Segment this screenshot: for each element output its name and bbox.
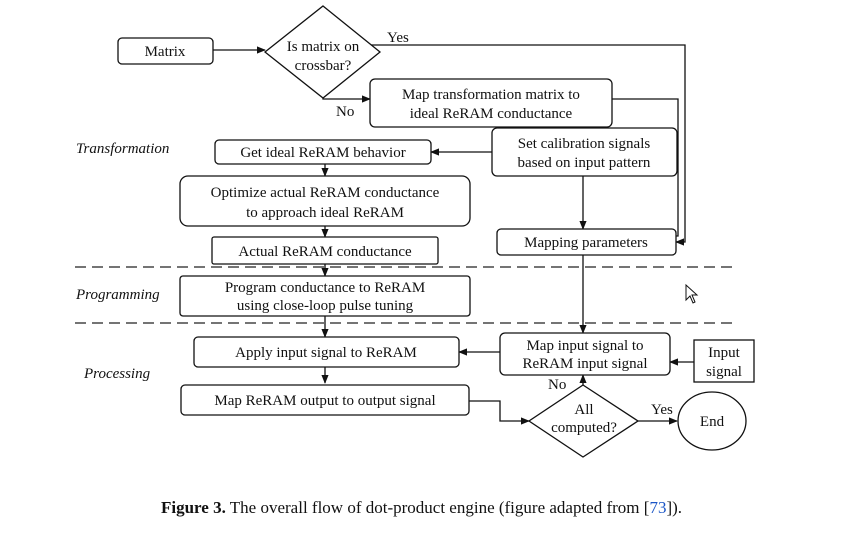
svg-text:computed?: computed? bbox=[551, 420, 617, 436]
svg-text:Get ideal ReRAM behavior: Get ideal ReRAM behavior bbox=[240, 145, 405, 161]
svg-text:ReRAM input signal: ReRAM input signal bbox=[522, 356, 647, 372]
edge-label-yes-top: Yes bbox=[387, 30, 409, 46]
svg-text:Set calibration signals: Set calibration signals bbox=[518, 136, 651, 152]
phase-label-processing: Processing bbox=[83, 366, 151, 382]
edge-label-yes-bottom: Yes bbox=[651, 402, 673, 418]
node-actual-conductance: Actual ReRAM conductance bbox=[211, 236, 439, 265]
node-input-signal: Input signal bbox=[693, 339, 755, 383]
phase-label-programming: Programming bbox=[75, 287, 160, 303]
edge-label-no-bottom: No bbox=[548, 377, 566, 393]
caption-reference-link[interactable]: 73 bbox=[649, 498, 667, 517]
svg-text:based on input pattern: based on input pattern bbox=[518, 155, 651, 171]
caption-label: Figure 3. bbox=[160, 498, 226, 517]
node-map-input-signal: Map input signal to ReRAM input signal bbox=[499, 332, 671, 376]
svg-text:Map transformation matrix to: Map transformation matrix to bbox=[402, 87, 580, 103]
caption-text: The overall flow of dot-product engine (… bbox=[225, 498, 650, 517]
decision-on-crossbar: Is matrix on crossbar? bbox=[263, 5, 382, 99]
figure-caption: Figure 3. The overall flow of dot-produc… bbox=[0, 498, 843, 518]
svg-text:to approach ideal ReRAM: to approach ideal ReRAM bbox=[246, 205, 404, 221]
node-set-calibration: Set calibration signals based on input p… bbox=[491, 127, 678, 177]
caption-tail: ]). bbox=[666, 498, 683, 517]
phase-label-transformation: Transformation bbox=[76, 141, 169, 157]
node-optimize-conductance: Optimize actual ReRAM conductance to app… bbox=[179, 175, 471, 227]
svg-text:ideal ReRAM conductance: ideal ReRAM conductance bbox=[410, 106, 573, 122]
svg-text:End: End bbox=[700, 414, 725, 430]
svg-text:Mapping parameters: Mapping parameters bbox=[524, 235, 648, 251]
node-end: End bbox=[677, 391, 747, 451]
edge-yes-to-mapping bbox=[368, 44, 686, 246]
node-apply-input: Apply input signal to ReRAM bbox=[193, 336, 460, 368]
svg-text:Map ReRAM output to output sig: Map ReRAM output to output signal bbox=[214, 393, 435, 409]
node-get-ideal-behavior: Get ideal ReRAM behavior bbox=[214, 139, 432, 165]
svg-text:using close-loop pulse tuning: using close-loop pulse tuning bbox=[237, 298, 414, 314]
node-map-output: Map ReRAM output to output signal bbox=[180, 384, 470, 416]
svg-text:Map input signal to: Map input signal to bbox=[526, 338, 643, 354]
flowchart: Transformation Programming Processing bbox=[75, 5, 755, 458]
svg-text:crossbar?: crossbar? bbox=[295, 58, 352, 74]
edge-output-to-computed bbox=[469, 400, 530, 425]
edge-label-no-top: No bbox=[336, 104, 354, 120]
svg-text:Is matrix on: Is matrix on bbox=[287, 39, 360, 55]
svg-text:Program conductance to ReRAM: Program conductance to ReRAM bbox=[225, 280, 425, 296]
svg-text:Input: Input bbox=[708, 345, 740, 361]
decision-all-computed: All computed? bbox=[527, 384, 640, 458]
edges bbox=[213, 44, 694, 425]
node-matrix: Matrix bbox=[117, 37, 214, 65]
edge-transformation-to-mapping bbox=[612, 98, 679, 237]
node-mapping-parameters: Mapping parameters bbox=[496, 228, 677, 256]
svg-text:Optimize actual ReRAM conducta: Optimize actual ReRAM conductance bbox=[211, 185, 440, 201]
svg-text:Matrix: Matrix bbox=[145, 44, 186, 60]
svg-text:All: All bbox=[574, 402, 593, 418]
svg-text:signal: signal bbox=[706, 364, 742, 380]
mouse-cursor-icon bbox=[685, 283, 699, 304]
node-map-transformation: Map transformation matrix to ideal ReRAM… bbox=[369, 78, 613, 128]
svg-text:Actual ReRAM conductance: Actual ReRAM conductance bbox=[238, 244, 412, 260]
svg-text:Apply input signal to ReRAM: Apply input signal to ReRAM bbox=[235, 345, 417, 361]
node-program-conductance: Program conductance to ReRAM using close… bbox=[179, 275, 471, 317]
